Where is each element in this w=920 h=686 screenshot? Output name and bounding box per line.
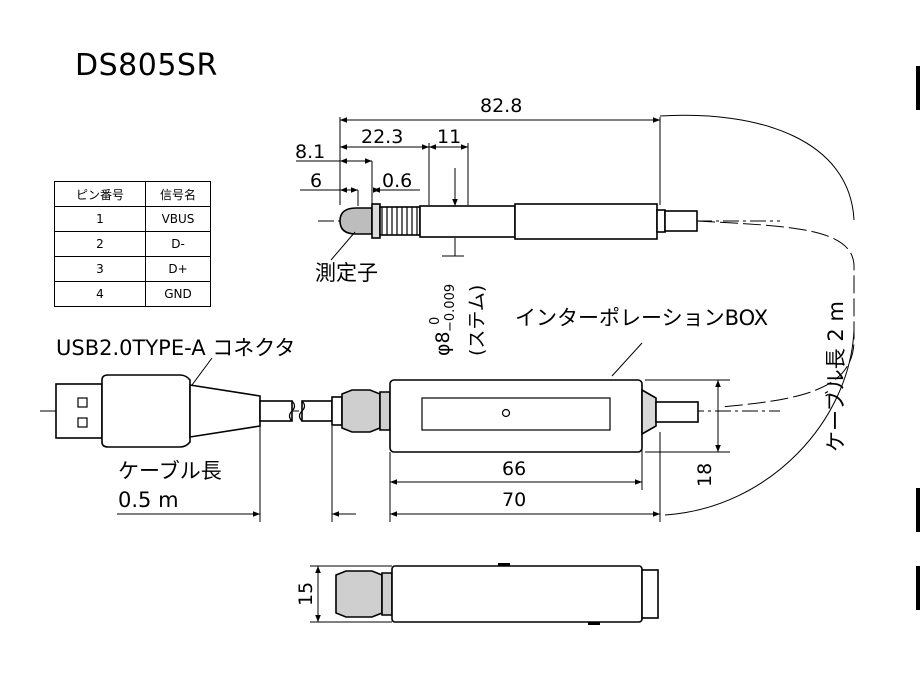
dim-66: 66 [502, 458, 526, 480]
bottom-gland [335, 570, 383, 618]
cable-outline-lower [664, 329, 855, 516]
cable-short-length: 0.5 m [118, 488, 179, 512]
pin-number: 3 [54, 256, 146, 282]
dim-18-group: 18 [694, 463, 716, 487]
pin-signal: D+ [145, 256, 211, 282]
table-row: 3 D+ [54, 256, 211, 282]
cable-outline-upper [659, 114, 855, 221]
stem-diameter-label: φ8 0 −0.009 (ステム) [428, 284, 488, 356]
dim-8-1: 8.1 [295, 141, 325, 163]
pin-number: 1 [54, 206, 146, 232]
probe-thread [379, 206, 421, 236]
probe-tip-label: 測定子 [315, 261, 378, 285]
dim-0-6: 0.6 [382, 170, 412, 192]
tolerance-lower: −0.009 [443, 284, 458, 332]
box-window [421, 397, 611, 431]
pin-header-signal: 信号名 [145, 181, 211, 207]
bottom-end-cap [641, 569, 659, 619]
usb-plug [55, 383, 103, 439]
usb-housing [101, 374, 191, 448]
table-row: 1 VBUS [54, 206, 211, 232]
probe-body [514, 203, 658, 240]
dim-6: 6 [310, 170, 322, 192]
dim-15: 15 [295, 582, 317, 606]
box-label: インターポレーションBOX [515, 306, 768, 330]
box-dimensions [117, 379, 730, 522]
edge-marks [916, 66, 920, 610]
stem-label: (ステム) [466, 285, 488, 356]
box-bottom-view [335, 563, 659, 625]
short-cable-end [301, 400, 333, 422]
pin-signal: D- [145, 231, 211, 257]
pin-table-header-row: ピン番号 信号名 [54, 181, 211, 207]
cable-long-label-group: ケーブル長 2 m [824, 301, 848, 452]
tolerance-upper: 0 [428, 317, 443, 325]
connector-label: USB2.0TYPE-A コネクタ [56, 336, 295, 360]
pin-signal: GND [145, 281, 211, 307]
short-cable [259, 400, 293, 422]
dim-18: 18 [694, 463, 716, 487]
dim-22-3: 22.3 [361, 126, 403, 148]
probe-dimensions [296, 117, 661, 261]
stem-dia: φ8 [432, 331, 454, 356]
probe-cable-stub [664, 210, 698, 232]
model-title: DS805SR [75, 48, 218, 83]
cable-long-label: ケーブル長 2 m [824, 301, 848, 452]
pin-signal: VBUS [145, 206, 211, 232]
bottom-dimensions [310, 565, 392, 623]
cable-short-label: ケーブル長 [118, 459, 222, 483]
pin-table: ピン番号 信号名 1 VBUS 2 D- 3 D+ 4 GND [54, 181, 211, 307]
bottom-body [391, 565, 643, 623]
box-boot [641, 388, 657, 436]
dim-overall-length: 82.8 [480, 95, 522, 117]
usb-strain-relief [189, 384, 261, 438]
probe-nut [371, 203, 381, 239]
interpolation-box [331, 379, 699, 453]
dim-15-group: 15 [295, 582, 317, 606]
box-led [501, 408, 511, 418]
long-cable [696, 220, 855, 408]
usb-plug-hole [77, 417, 88, 428]
table-row: 4 GND [54, 281, 211, 307]
probe-stem [419, 205, 516, 238]
probe-tip [339, 207, 373, 235]
usb-plug-hole [77, 397, 88, 408]
table-row: 2 D- [54, 231, 211, 257]
box-cable-stub [655, 401, 699, 423]
probe [318, 203, 780, 240]
dim-11: 11 [437, 126, 461, 148]
dim-70: 70 [502, 489, 526, 511]
cable-gland [341, 389, 381, 433]
pin-header-number: ピン番号 [54, 181, 146, 207]
